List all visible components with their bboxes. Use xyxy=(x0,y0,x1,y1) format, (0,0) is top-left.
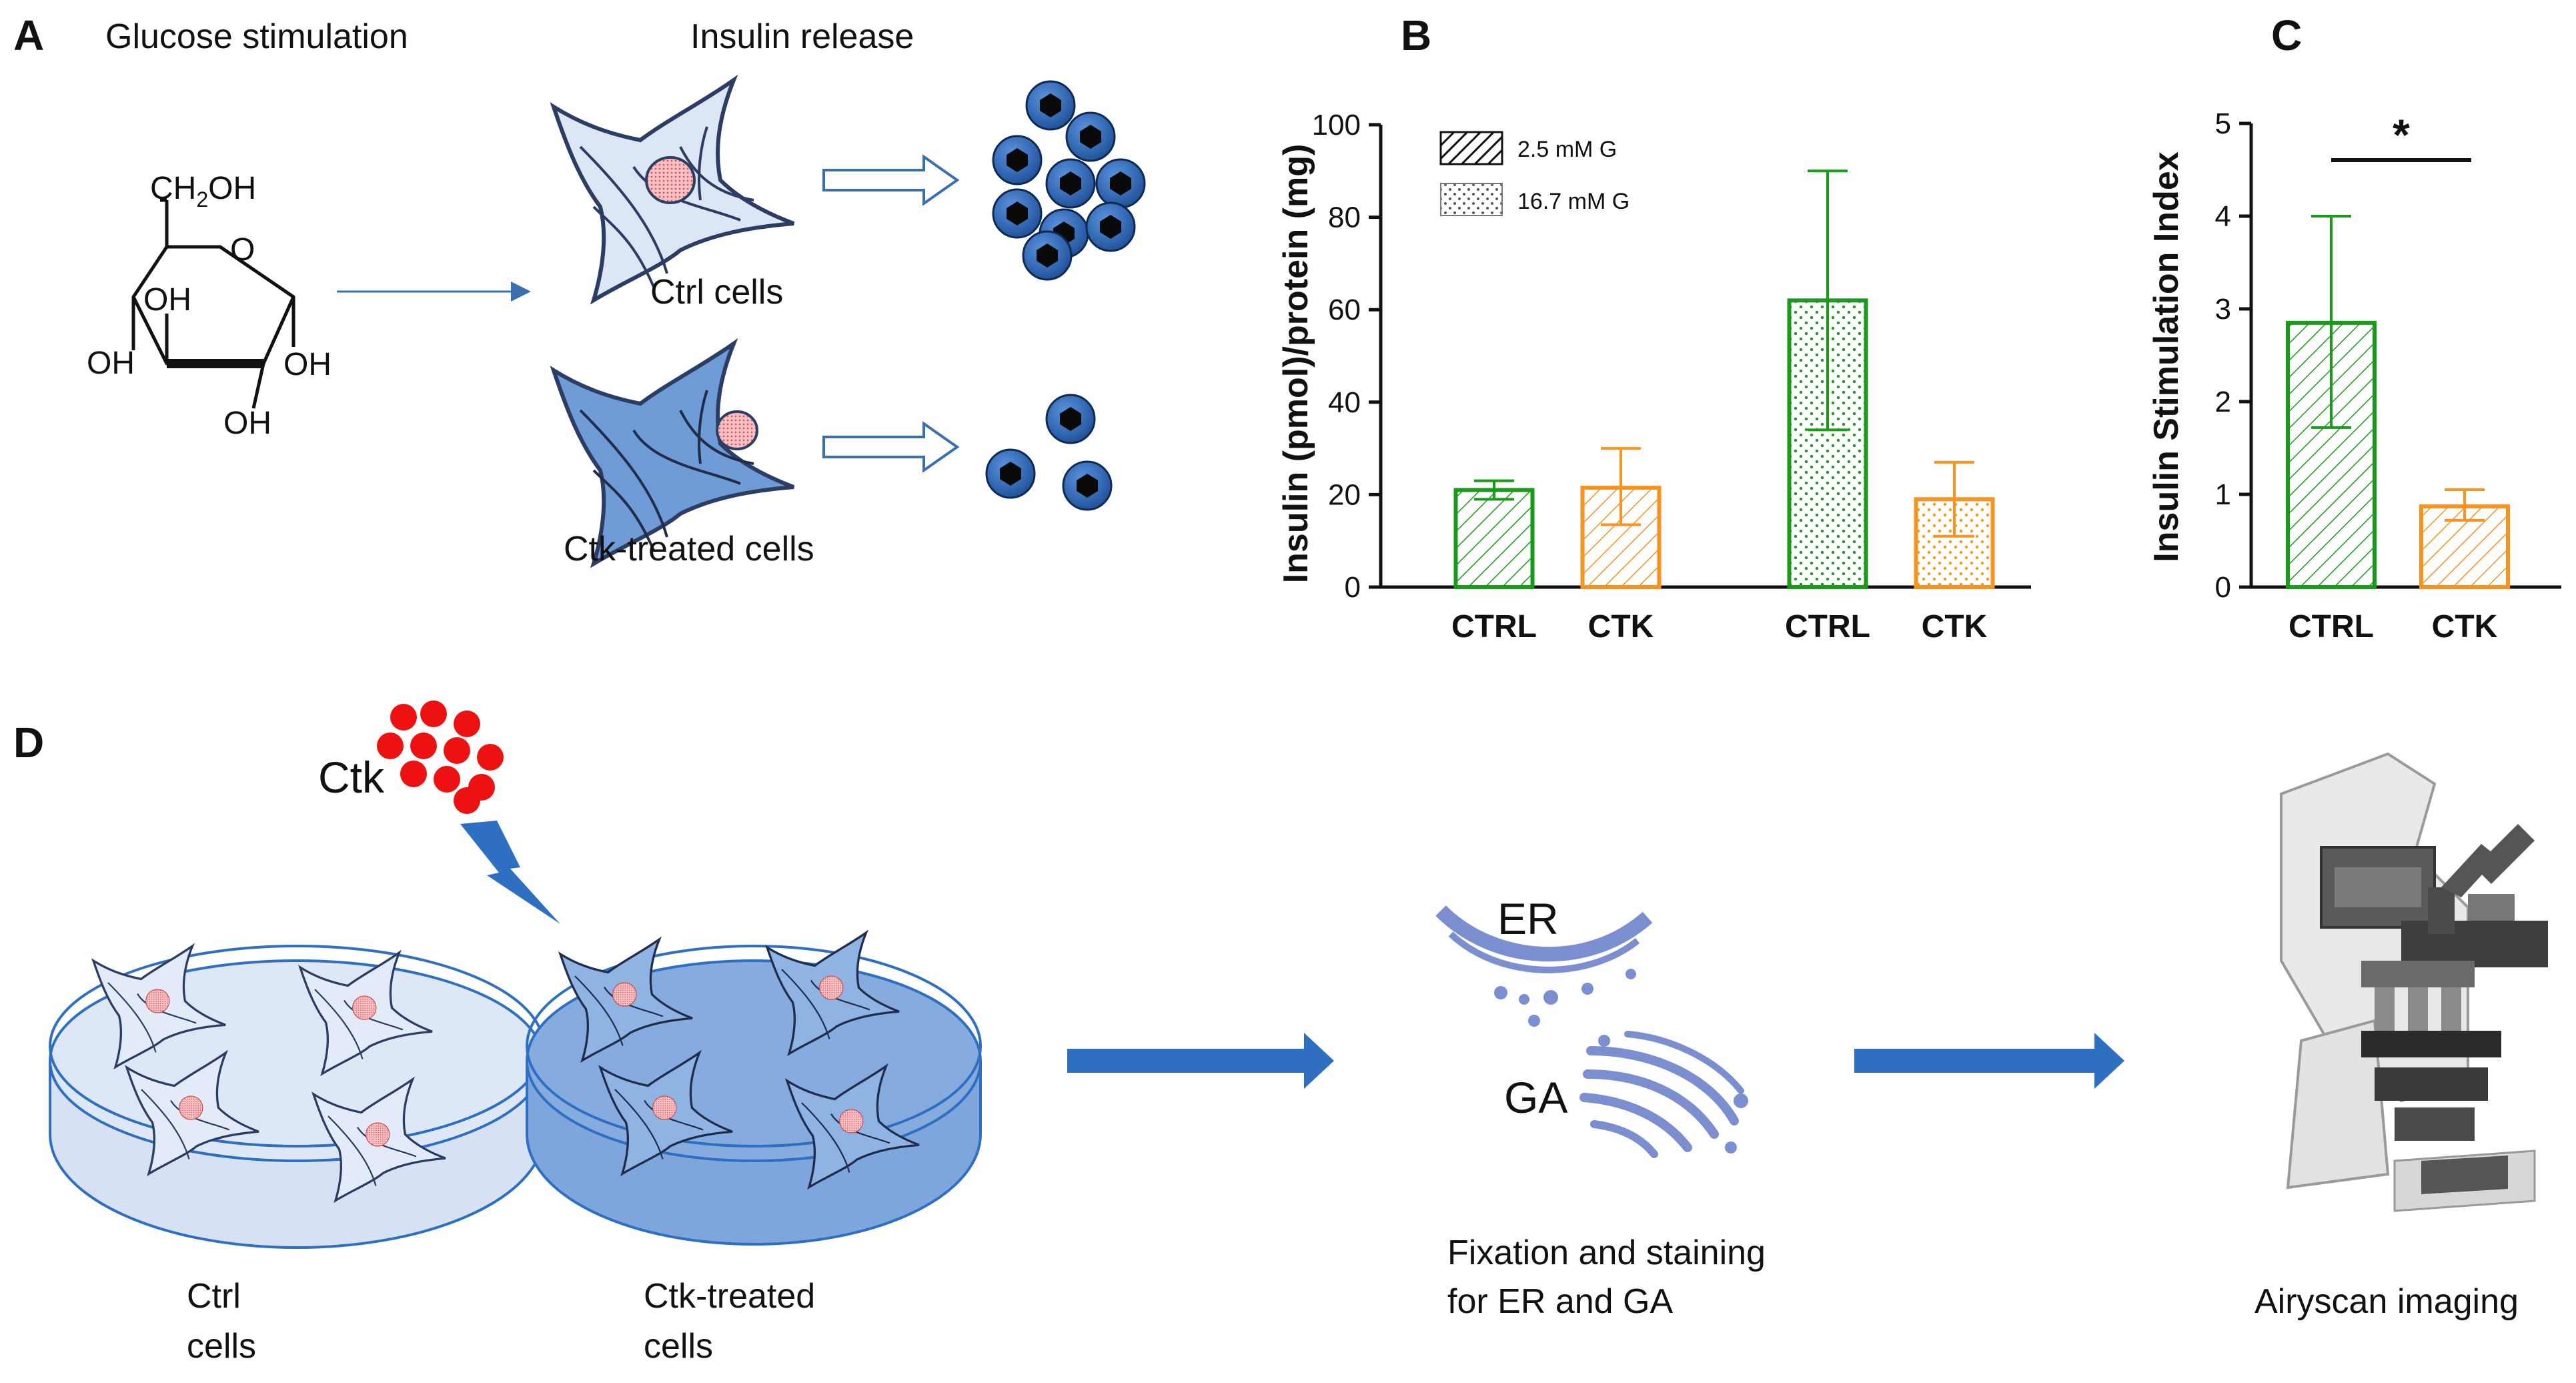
panel-c-y-tick-label: 1 xyxy=(2215,478,2231,511)
ctk-petri-dish xyxy=(526,931,982,1246)
panel-b-category-label: CTK xyxy=(1588,609,1654,644)
flow-arrow-1 xyxy=(1067,1033,1334,1089)
ctk-label: Ctk xyxy=(318,753,385,802)
panel-c-y-tick-label: 5 xyxy=(2215,107,2231,140)
legend-swatch-hatch xyxy=(1439,131,1503,165)
glucose-structure xyxy=(131,198,295,409)
ga-organelle-illustration xyxy=(1579,1031,1748,1158)
ctk-cytokine-dots xyxy=(377,701,504,814)
glucose-oh-c4: OH xyxy=(87,346,135,381)
panel-c-letter: C xyxy=(2271,11,2302,59)
panel-b-y-tick-label: 20 xyxy=(1328,478,1361,511)
panel-a-letter: A xyxy=(13,11,44,59)
panel-b-category-label: CTRL xyxy=(1451,609,1537,644)
lightning-bolt-icon xyxy=(460,821,560,924)
panel-c-y-axis-title: Insulin Stimulation Index xyxy=(2147,151,2186,562)
ctrl-dish-label-line2: cells xyxy=(187,1327,256,1366)
panel-b: B Insulin (pmol)/protein (mg) 0 20 40 60 80 1… xyxy=(1277,11,2031,644)
panel-d: D Ctk Ctrl cells xyxy=(13,701,2548,1366)
panel-c-category-label: CTK xyxy=(2432,609,2498,644)
fixation-label-line1: Fixation and staining xyxy=(1447,1234,1766,1272)
ctk-cell-illustration xyxy=(554,344,794,564)
glucose-stimulation-label: Glucose stimulation xyxy=(105,17,408,56)
panel-a: A Glucose stimulation Insulin release CH… xyxy=(13,11,1146,568)
panel-d-letter: D xyxy=(13,719,44,767)
microscope-icon xyxy=(2280,752,2548,1212)
legend-swatch-dots xyxy=(1440,183,1503,216)
significance-asterisk: * xyxy=(2393,110,2410,159)
panel-b-y-tick-label: 40 xyxy=(1328,386,1361,419)
ctrl-petri-dish xyxy=(49,945,545,1249)
glucose-oh-c4-up: OH xyxy=(143,282,191,318)
glucose-ring-oxygen: O xyxy=(230,232,255,268)
ctk-dish-label-line1: Ctk-treated xyxy=(644,1277,815,1316)
ctk-insulin-granules xyxy=(985,394,1113,511)
panel-b-y-tick-label: 80 xyxy=(1328,201,1361,234)
panel-c-y-tick-label: 2 xyxy=(2215,386,2231,418)
er-organelle-illustration xyxy=(1435,905,1653,1027)
ctk-dish-label-line2: cells xyxy=(644,1327,713,1366)
ctrl-insulin-granules xyxy=(992,80,1146,281)
ga-label: GA xyxy=(1504,1073,1567,1122)
panel-b-y-tick-label: 0 xyxy=(1345,571,1361,604)
glucose-oh-c1: OH xyxy=(283,347,332,382)
panel-b-y-axis-title: Insulin (pmol)/protein (mg) xyxy=(1277,144,1315,584)
legend-label-low-glucose: 2.5 mM G xyxy=(1517,137,1617,162)
panel-c-category-label: CTRL xyxy=(2289,609,2374,644)
panel-b-bar-ctk xyxy=(1580,486,1662,589)
panel-c-y-tick-label: 0 xyxy=(2215,571,2231,604)
panel-b-letter: B xyxy=(1401,11,1431,59)
glucose-ch2-group: CH2OH xyxy=(150,171,256,211)
ctk-release-arrow xyxy=(822,421,960,473)
panel-b-bars: CTRL CTK CTRL CTK xyxy=(1451,169,1995,644)
panel-b-category-label: CTK xyxy=(1922,609,1988,644)
glucose-oh-c2: OH xyxy=(223,406,271,441)
panel-c-y-tick-label: 4 xyxy=(2215,200,2231,233)
panel-b-bar-ctrl xyxy=(1453,488,1535,589)
er-label: ER xyxy=(1497,894,1559,943)
insulin-release-label: Insulin release xyxy=(690,17,914,56)
panel-b-y-tick-label: 100 xyxy=(1312,109,1361,141)
ctrl-dish-label-line1: Ctrl xyxy=(187,1277,241,1316)
panel-c-bars: CTRL CTK xyxy=(2286,215,2510,644)
panel-b-legend: 2.5 mM G 16.7 mM G xyxy=(1439,131,1630,216)
ctrl-cell-illustration xyxy=(554,80,794,300)
ctrl-cells-label: Ctrl cells xyxy=(650,273,783,312)
legend-label-high-glucose: 16.7 mM G xyxy=(1517,189,1630,214)
airyscan-imaging-label: Airyscan imaging xyxy=(2255,1282,2519,1321)
ctk-treated-cells-label: Ctk-treated cells xyxy=(564,530,814,568)
panel-c-y-tick-label: 3 xyxy=(2215,293,2231,326)
flow-arrow-2 xyxy=(1854,1033,2124,1089)
ctrl-release-arrow xyxy=(822,154,960,206)
panel-b-y-tick-label: 60 xyxy=(1328,294,1361,326)
fixation-label-line2: for ER and GA xyxy=(1447,1282,1673,1321)
panel-b-category-label: CTRL xyxy=(1785,609,1870,644)
